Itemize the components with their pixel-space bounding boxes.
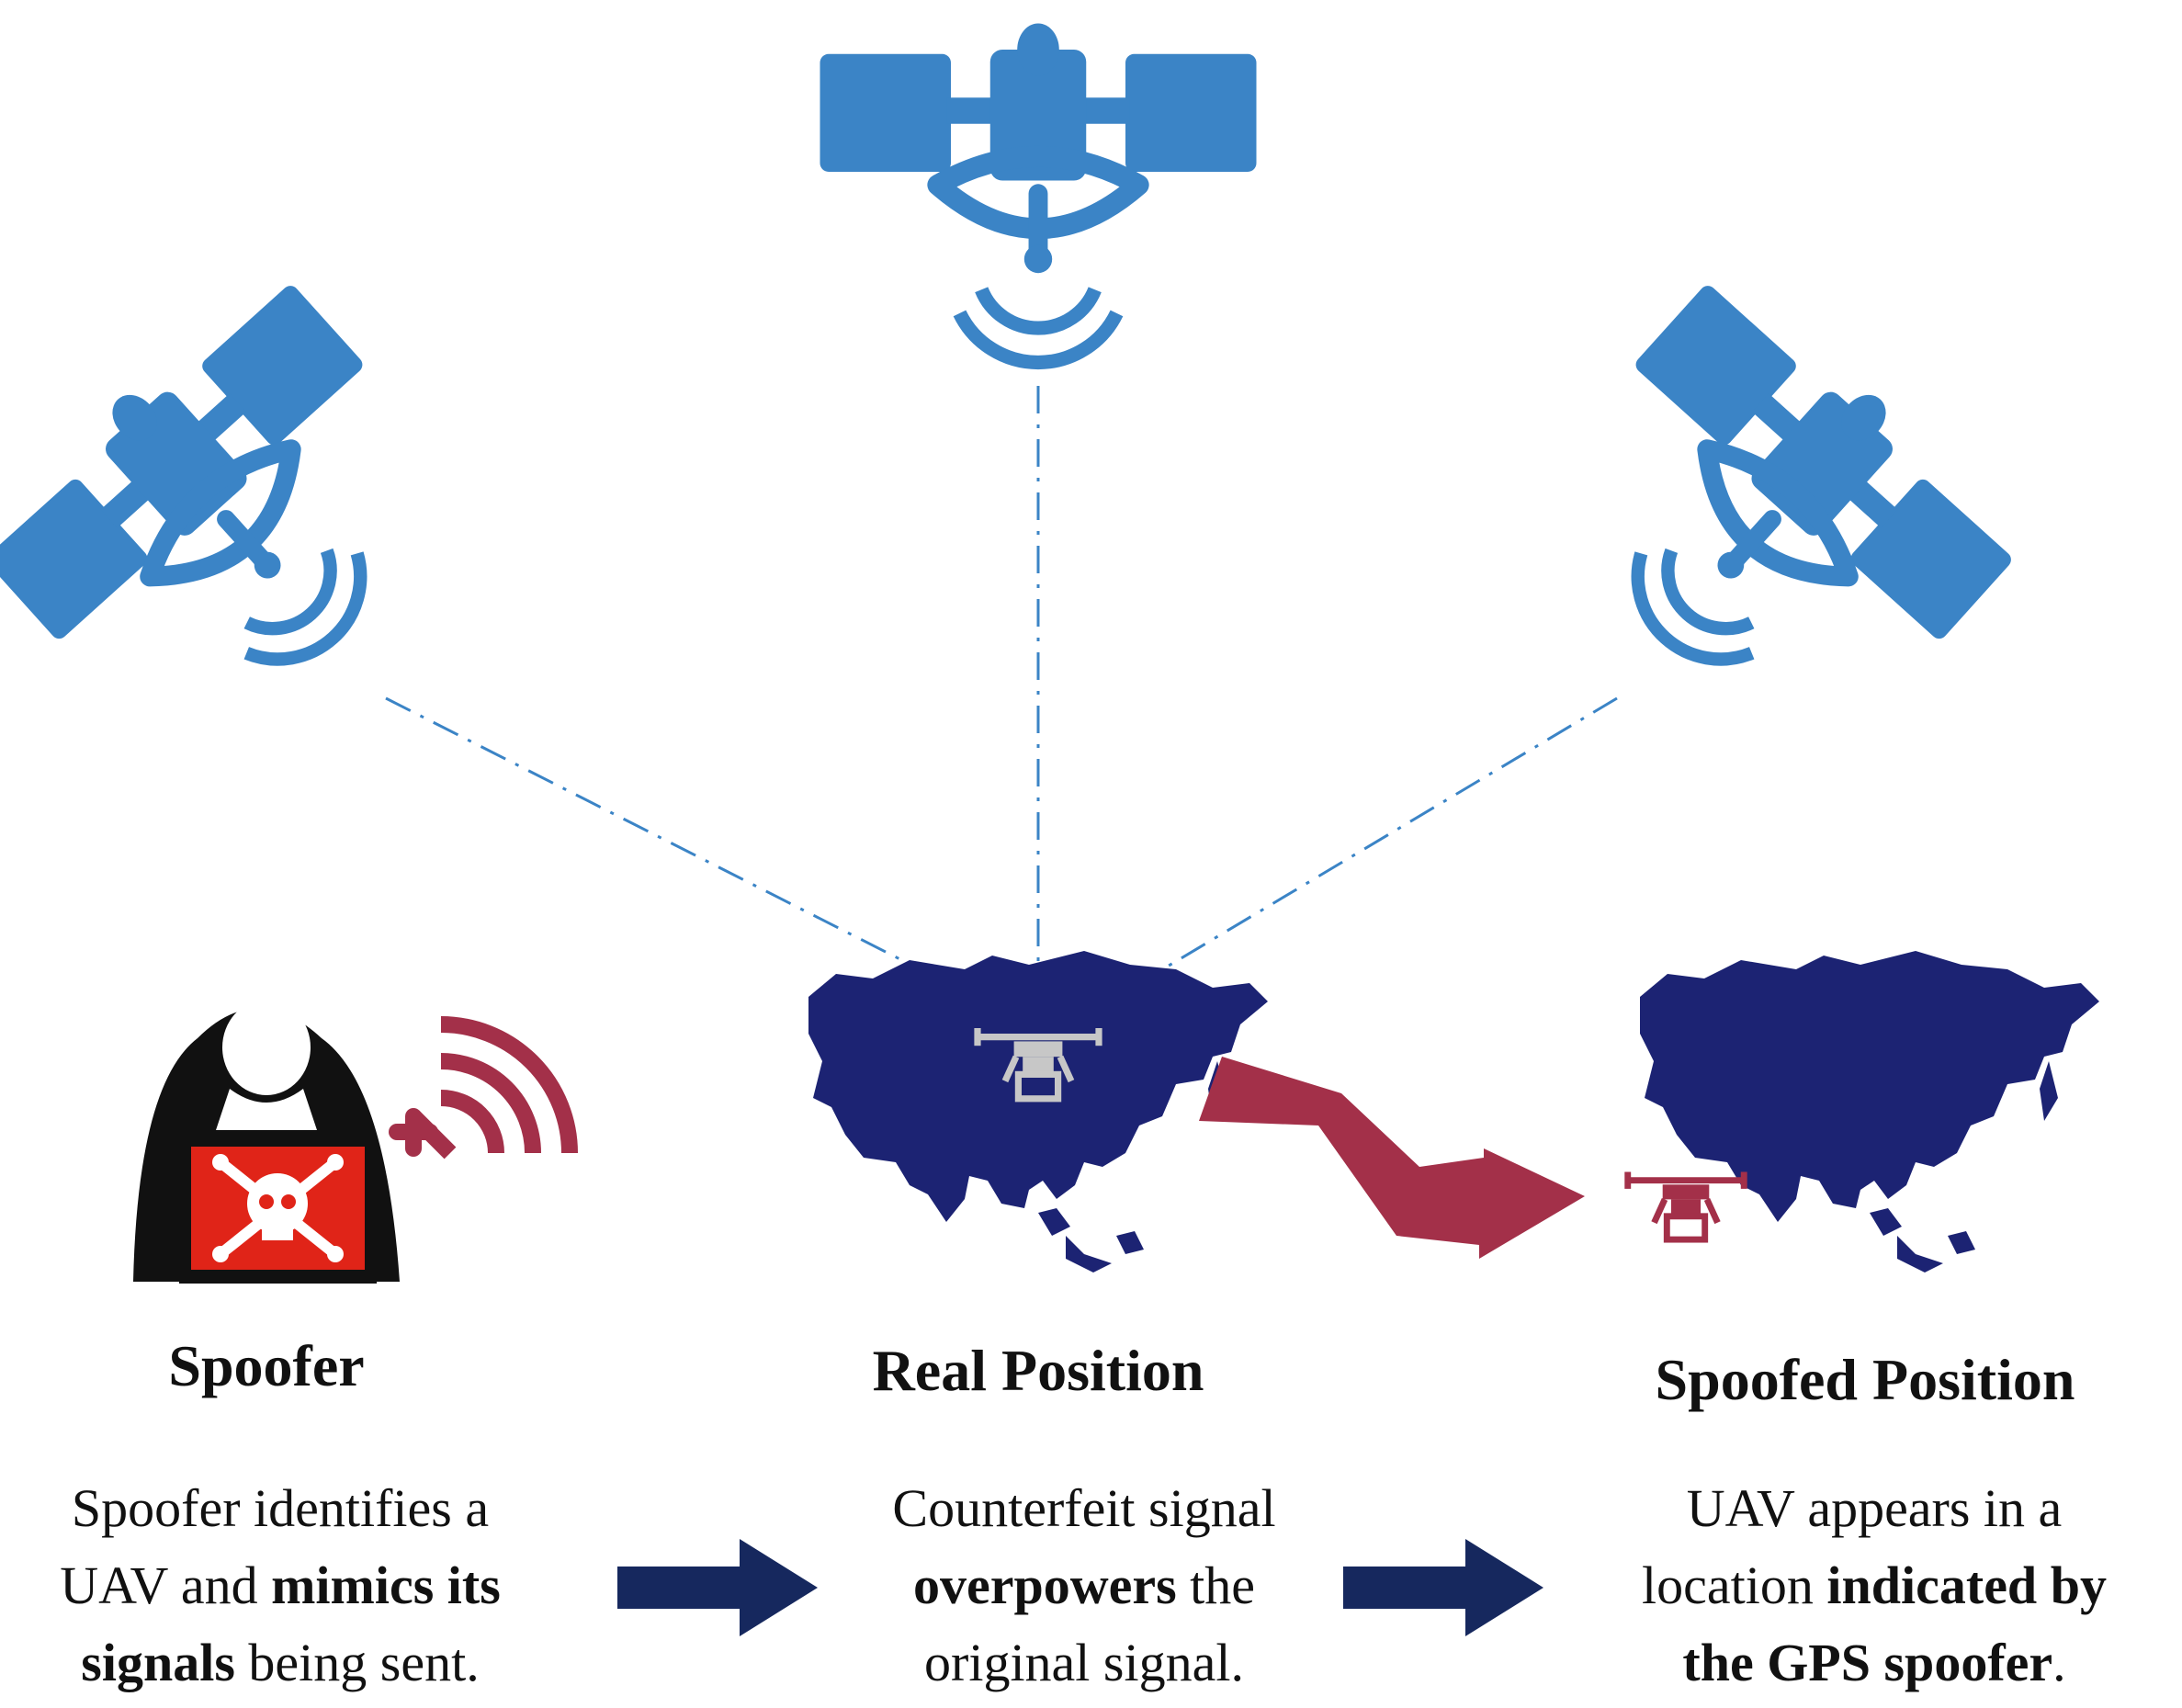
real-position-map	[808, 951, 1268, 1273]
satellite-left-icon	[0, 261, 487, 776]
spoofer-label: Spoofer	[168, 1333, 365, 1398]
skull-crossbones-icon	[212, 1154, 344, 1262]
real-position-label: Real Position	[872, 1338, 1204, 1403]
real-description: Counterfeit signal overpowers the origin…	[892, 1478, 1276, 1692]
spoofed-position-label: Spoofed Position	[1655, 1347, 2075, 1412]
spoofed-position-map	[1640, 951, 2099, 1273]
broadcast-signal-icon	[389, 1016, 578, 1159]
flow-arrow-1	[617, 1539, 818, 1636]
drone-spoofed-icon	[1628, 1172, 1745, 1240]
spoof-redirect-arrow	[1199, 1057, 1585, 1259]
spoofer-description: Spoofer identifies a UAV and mimics its …	[60, 1478, 501, 1692]
satellite-right-icon	[1511, 261, 2033, 776]
spoofed-description: UAV appears in a location indicated by t…	[1642, 1478, 2107, 1692]
flow-arrow-2	[1343, 1539, 1543, 1636]
hacker-icon	[133, 1000, 400, 1284]
satellite-center-icon	[820, 23, 1257, 362]
signal-lines	[385, 386, 1618, 1012]
